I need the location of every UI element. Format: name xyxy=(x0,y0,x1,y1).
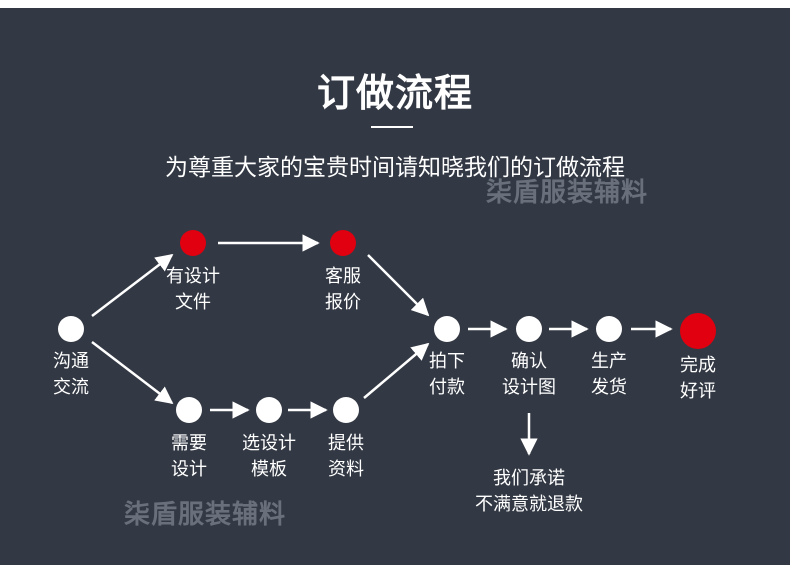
label-promise: 我们承诺 不满意就退款 xyxy=(475,468,583,515)
label-confirm-design: 确认 设计图 xyxy=(502,351,556,398)
node-confirm-design xyxy=(516,316,542,342)
watermark-bottom: 柒盾服装辅料 xyxy=(124,500,287,530)
title-underline xyxy=(371,126,413,128)
arrow-communicate-to-need-design xyxy=(91,341,174,405)
label-need-design: 需要 设计 xyxy=(171,433,207,480)
node-provide-materials xyxy=(333,397,359,423)
arrow-quote-to-place-order xyxy=(367,254,430,317)
label-provide-materials: 提供 资料 xyxy=(328,433,364,480)
label-quote: 客服 报价 xyxy=(325,266,361,313)
arrow-provide-materials-to-place-order xyxy=(363,342,430,399)
node-complete xyxy=(680,313,716,349)
label-place-order: 拍下 付款 xyxy=(429,351,465,398)
node-choose-template xyxy=(256,397,282,423)
arrow-communicate-to-have-design xyxy=(91,253,174,317)
node-have-design xyxy=(180,230,206,256)
node-production xyxy=(596,316,622,342)
label-complete: 完成 好评 xyxy=(680,355,716,402)
label-communicate: 沟通 交流 xyxy=(53,351,89,398)
node-need-design xyxy=(176,397,202,423)
node-communicate xyxy=(58,316,84,342)
watermark-top: 柒盾服装辅料 xyxy=(486,178,649,208)
node-place-order xyxy=(434,316,460,342)
page-title: 订做流程 xyxy=(316,71,473,115)
page-subtitle: 为尊重大家的宝贵时间请知晓我们的订做流程 xyxy=(165,155,625,181)
label-production: 生产 发货 xyxy=(591,351,627,398)
label-choose-template: 选设计 模板 xyxy=(242,433,296,480)
node-quote xyxy=(330,230,356,256)
label-have-design: 有设计 文件 xyxy=(166,266,220,313)
